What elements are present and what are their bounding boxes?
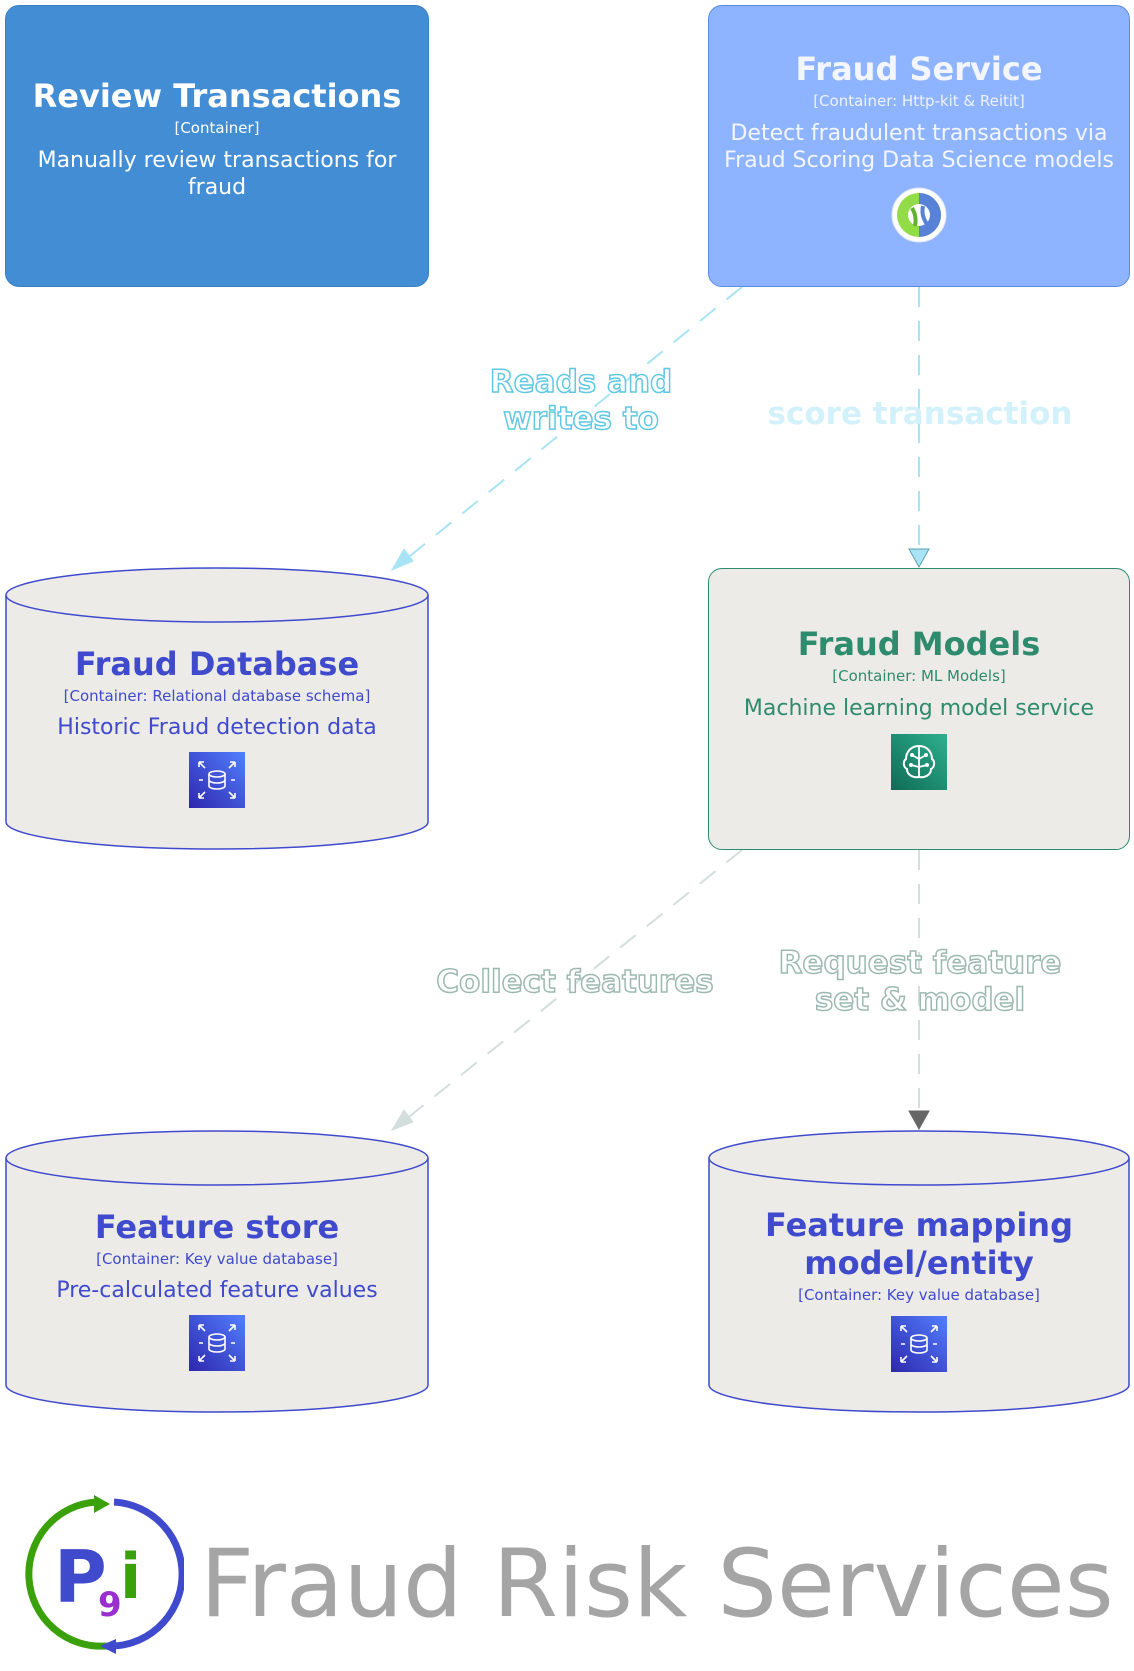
footer: P 9 i Fraud Risk Services <box>24 1494 1124 1659</box>
container-tech: [Container: Key value database] <box>96 1250 338 1268</box>
database-icon <box>891 1316 947 1376</box>
db-content: Feature store [Container: Key value data… <box>56 1208 378 1375</box>
label-line: set & model <box>814 981 1026 1019</box>
container-title: Fraud Service <box>795 50 1043 88</box>
edge-score-transaction <box>908 287 930 569</box>
arrowhead <box>908 548 930 569</box>
svg-text:i: i <box>120 1540 141 1613</box>
db-content: Fraud Database [Container: Relational da… <box>57 645 377 812</box>
label-line: Request feature <box>778 944 1062 982</box>
p9i-logo: P 9 i <box>25 1495 186 1654</box>
container-tech: [Container: ML Models] <box>832 667 1006 685</box>
ml-brain-icon <box>891 734 947 794</box>
container-title: Feature store <box>94 1208 340 1246</box>
svg-text:9: 9 <box>98 1585 122 1625</box>
fraud-models-container[interactable]: Fraud Models [Container: ML Models] Mach… <box>708 568 1130 850</box>
cylinder-shape <box>5 1130 429 1413</box>
desc-line: Detect fraudulent transactions via <box>730 121 1108 146</box>
edge-label-collect-features: Collect features <box>436 963 715 1001</box>
container-tech: [Container: Relational database schema] <box>63 687 371 705</box>
container-tech: [Container: Key value database] <box>798 1286 1040 1304</box>
edge-request-feature <box>908 850 930 1131</box>
container-tech: [Container: Http-kit & Reitit] <box>813 92 1025 110</box>
edge-label-request-feature: Request feature set & model <box>770 944 1070 1019</box>
diagram-title: Fraud Risk Services <box>200 1530 1114 1639</box>
arrowhead <box>908 1110 930 1131</box>
container-desc: Pre-calculated feature values <box>56 1278 378 1303</box>
container-desc: Detect fraudulent transactions via Fraud… <box>724 120 1114 174</box>
clojure-icon <box>890 186 948 248</box>
review-transactions-container[interactable]: Review Transactions [Container] Manually… <box>5 5 429 287</box>
edge-label-reads-writes: Reads and writes to <box>470 363 692 438</box>
title-line: model/entity <box>804 1244 1034 1282</box>
container-tech: [Container] <box>174 119 260 137</box>
title-line: Feature mapping <box>765 1206 1073 1244</box>
fraud-service-container[interactable]: Fraud Service [Container: Http-kit & Rei… <box>708 5 1130 287</box>
label-line: writes to <box>502 400 659 438</box>
cylinder-shape <box>708 1130 1130 1413</box>
container-desc: Historic Fraud detection data <box>57 715 377 740</box>
label-line: Reads and <box>489 363 673 401</box>
svg-text:P: P <box>54 1535 107 1619</box>
edge-reads-writes <box>390 286 743 572</box>
cylinder-shape <box>5 567 429 850</box>
container-title: Fraud Database <box>74 645 360 683</box>
container-desc: Manually review transactions for fraud <box>37 148 397 200</box>
container-desc: Machine learning model service <box>743 696 1095 721</box>
container-title: Review Transactions <box>32 77 402 115</box>
fraud-database-container[interactable]: Fraud Database [Container: Relational da… <box>5 567 429 850</box>
container-title: Feature mapping model/entity <box>765 1206 1073 1282</box>
container-title: Fraud Models <box>797 625 1041 663</box>
arrowhead <box>390 548 414 572</box>
feature-mapping-container[interactable]: Feature mapping model/entity [Container:… <box>708 1130 1130 1413</box>
db-content: Feature mapping model/entity [Container:… <box>765 1206 1073 1376</box>
feature-store-container[interactable]: Feature store [Container: Key value data… <box>5 1130 429 1413</box>
desc-line: Fraud Scoring Data Science models <box>724 148 1114 173</box>
database-icon <box>188 752 245 812</box>
arrowhead <box>390 1109 414 1131</box>
database-icon <box>189 1315 245 1375</box>
edge-collect-features <box>390 849 743 1131</box>
edge-label-score-transaction: score transaction <box>767 396 1073 432</box>
